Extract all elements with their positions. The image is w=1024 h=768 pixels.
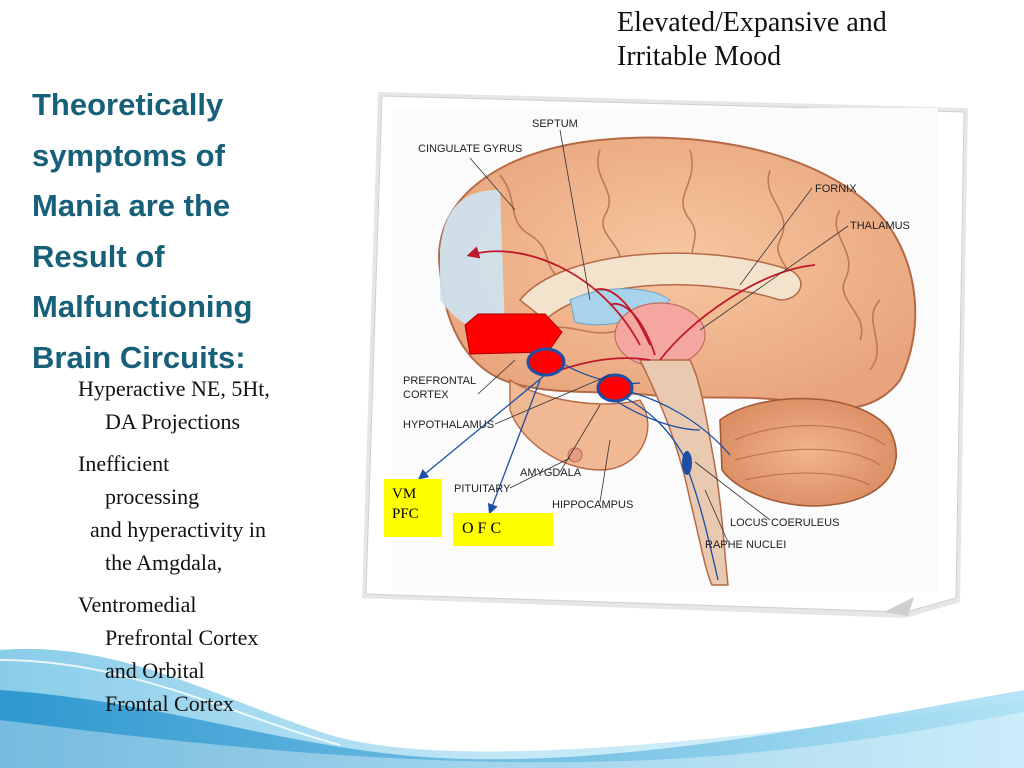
- mood-caption: Elevated/Expansive and Irritable Mood: [617, 6, 1017, 74]
- bullet-line: Ventromedial: [78, 592, 197, 617]
- caption-line: Irritable Mood: [617, 41, 782, 72]
- bullet-item: Inefficient processing: [78, 447, 343, 513]
- title-line: Theoretically: [32, 87, 224, 122]
- label-septum: SEPTUM: [532, 118, 578, 130]
- title-line: Malfunctioning: [32, 289, 253, 324]
- bullet-line: and Orbital: [105, 658, 205, 683]
- cerebellum-shape: [719, 397, 897, 507]
- label-thalamus: THALAMUS: [850, 220, 910, 232]
- ofc-marker: [526, 347, 566, 377]
- label-prefrontal: PREFRONTAL: [403, 375, 476, 387]
- label-fornix: FORNIX: [815, 183, 857, 195]
- bullet-line: DA Projections: [105, 409, 241, 434]
- bullet-line: and hyperactivity in: [90, 517, 266, 542]
- structure-labels: SEPTUM CINGULATE GYRUS FORNIX THALAMUS P…: [403, 118, 910, 551]
- vm-pfc-label: VM PFC: [384, 479, 442, 537]
- bullet-line: Inefficient: [78, 451, 170, 476]
- label-hippocampus: HIPPOCAMPUS: [552, 499, 633, 511]
- bullet-line: the Amgdala,: [105, 550, 223, 575]
- label-locus-coeruleus: LOCUS COERULEUS: [730, 517, 839, 529]
- bullet-line: processing: [105, 484, 200, 509]
- slide-title: Theoretically symptoms of Mania are the …: [32, 80, 332, 383]
- label-cingulate: CINGULATE GYRUS: [418, 143, 522, 155]
- vm-label-line: VM: [392, 486, 417, 502]
- vm-label-line: PFC: [392, 506, 419, 522]
- title-line: Result of: [32, 238, 165, 274]
- label-cortex: CORTEX: [403, 389, 449, 401]
- title-line: Mania are the: [32, 188, 231, 223]
- bullet-line: Prefrontal Cortex: [105, 625, 259, 650]
- bullet-item: Ventromedial Prefrontal Cortex and Orbit…: [78, 588, 343, 720]
- bullet-line: Frontal Cortex: [105, 691, 234, 716]
- locus-coeruleus-marker: [682, 451, 692, 475]
- bullet-list: Hyperactive NE, 5Ht, DA Projections Inef…: [78, 372, 343, 729]
- caption-line: Elevated/Expansive and: [617, 7, 887, 38]
- label-amygdala: AMYGDALA: [520, 467, 582, 479]
- label-hypothalamus: HYPOTHALAMUS: [403, 419, 494, 431]
- title-line: Brain Circuits:: [32, 339, 246, 375]
- amygdala-marker: [596, 373, 634, 403]
- bullet-line: Hyperactive NE, 5Ht,: [78, 376, 270, 401]
- ofc-label: O F C: [453, 513, 553, 546]
- label-raphe: RAPHE NUCLEI: [705, 539, 786, 551]
- title-line: symptoms of: [32, 137, 225, 173]
- label-pituitary: PITUITARY: [454, 483, 511, 495]
- bullet-item: and hyperactivity in the Amgdala,: [78, 513, 343, 579]
- vmpfc-marker: [464, 313, 563, 355]
- bullet-item: Hyperactive NE, 5Ht, DA Projections: [78, 372, 343, 438]
